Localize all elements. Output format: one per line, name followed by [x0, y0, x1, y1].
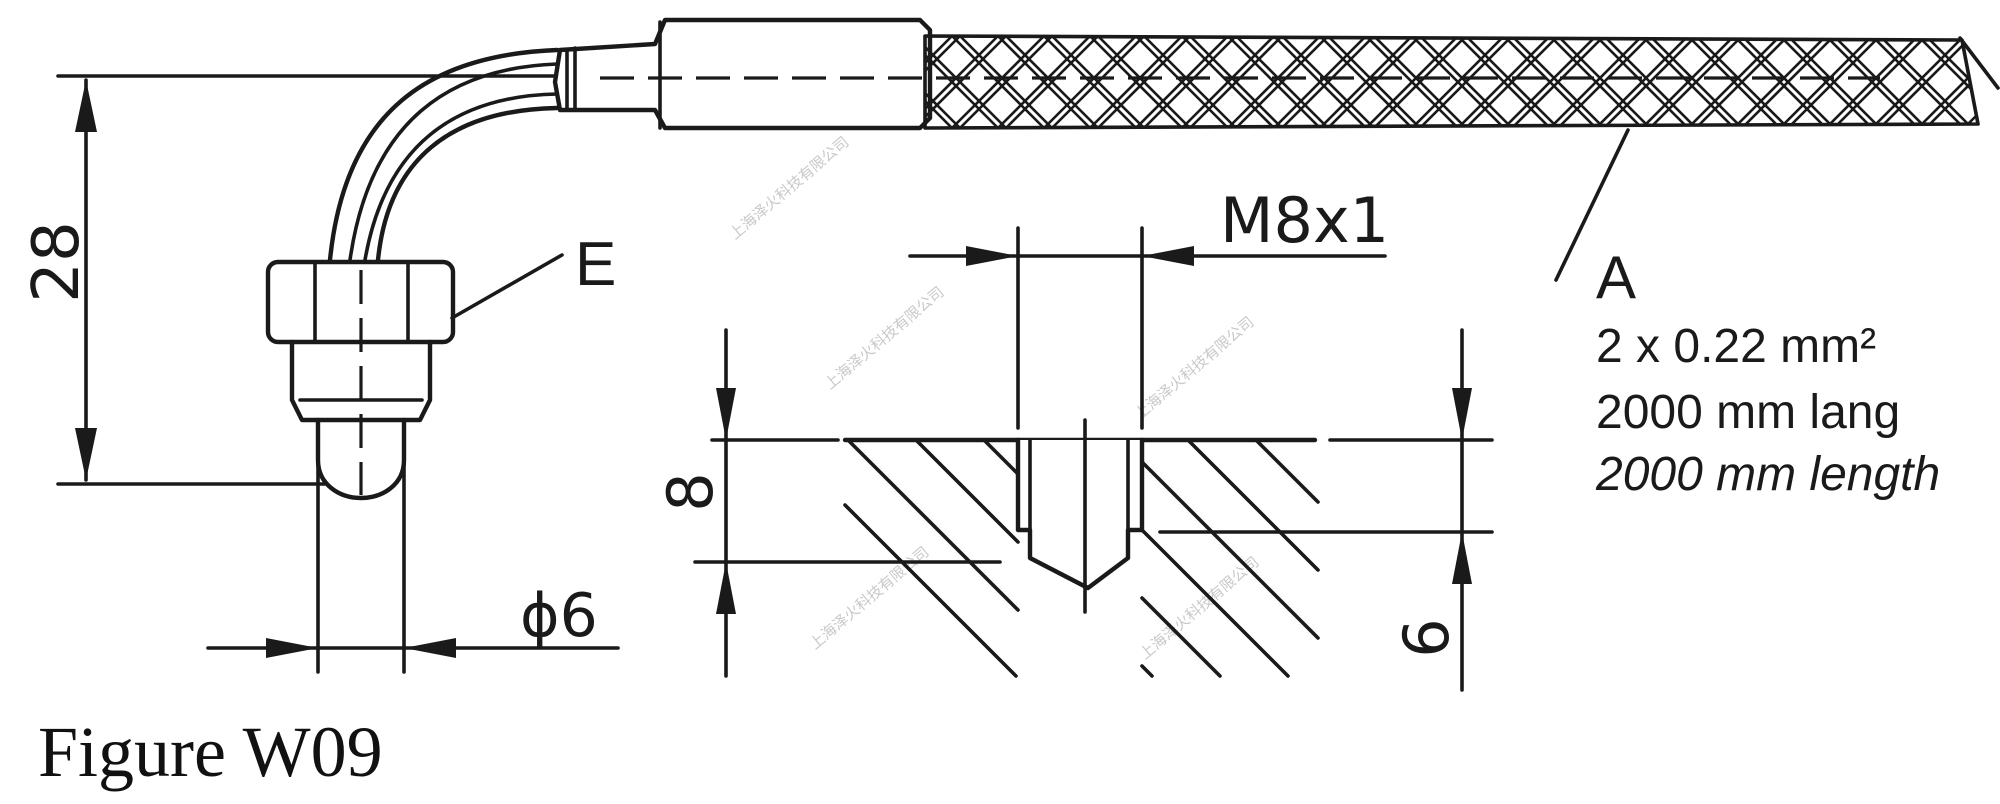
watermark-text: 上海泽火科技有限公司	[806, 543, 932, 653]
braid-strand	[925, 36, 962, 128]
watermarks: 上海泽火科技有限公司 上海泽火科技有限公司 上海泽火科技有限公司 上海泽火科技有…	[726, 133, 1262, 663]
braid-strand	[925, 36, 1000, 128]
braid-strand	[958, 36, 1054, 128]
hatch-line	[914, 438, 1020, 544]
dimension-thread: M8x1	[908, 184, 1389, 430]
braid-strand	[1280, 36, 1376, 128]
braid-strand	[1594, 36, 1690, 128]
hatch-line	[1140, 460, 1320, 640]
braid-strand	[996, 36, 1092, 128]
braid-strand	[1004, 36, 1100, 128]
braid-strand	[1648, 36, 1744, 128]
watermark-text: 上海泽火科技有限公司	[1136, 553, 1262, 663]
braid-strand	[1878, 36, 1974, 128]
hex-nut	[265, 259, 456, 501]
dimension-diameter-label: ϕ6	[520, 581, 598, 651]
braid-strand	[1602, 36, 1698, 128]
braid-strand	[1778, 36, 1874, 128]
dimension-height-label: 28	[20, 221, 94, 302]
braid-strand	[1870, 36, 1966, 128]
braid-strand	[1326, 36, 1422, 128]
braid-strand	[1050, 36, 1146, 128]
dimension-depth-upper-label: 8	[654, 472, 727, 511]
hatch-line	[1140, 596, 1222, 678]
braid-strand	[1088, 36, 1184, 128]
braid-strand	[1824, 36, 1920, 128]
spec-length-german: 2000 mm lang	[1596, 386, 1900, 439]
braid-strand	[1694, 36, 1790, 128]
section-hatching	[843, 438, 1320, 678]
braid-strand	[925, 36, 954, 128]
figure-caption: Figure W09	[38, 712, 383, 792]
braid-strand	[1640, 36, 1736, 128]
part-label-A: A	[1596, 244, 1636, 311]
hatch-line	[846, 438, 1020, 612]
spec-cross-section: 2 x 0.22 mm²	[1596, 320, 1876, 373]
hatch-line	[843, 503, 1018, 678]
braid-strand	[1042, 36, 1138, 128]
hatch-line	[1140, 664, 1154, 678]
watermark-text: 上海泽火科技有限公司	[821, 283, 947, 393]
dimension-height: 28	[20, 74, 557, 486]
braid-strand	[1226, 36, 1322, 128]
braid-strand	[1364, 36, 1460, 128]
braid-strand	[1142, 36, 1238, 128]
braid-strand	[1410, 36, 1506, 128]
label-E: E	[450, 230, 616, 320]
braid-strand	[1318, 36, 1414, 128]
braid-strand	[925, 36, 954, 128]
dimension-depth-lower-label: 6	[1390, 618, 1463, 657]
braid-strand	[1234, 36, 1330, 128]
spec-length-english: 2000 mm length	[1595, 448, 1940, 501]
bent-probe-tube	[327, 47, 560, 263]
braid-strand	[1556, 36, 1652, 128]
braid-strand	[1916, 36, 1978, 128]
watermark-text: 上海泽火科技有限公司	[726, 133, 852, 243]
braid-strand	[1418, 36, 1514, 128]
watermark-text: 上海泽火科技有限公司	[1131, 313, 1257, 423]
part-label-E: E	[575, 230, 616, 299]
dimension-thread-label: M8x1	[1220, 184, 1389, 257]
braid-strand	[1188, 36, 1284, 128]
hatch-line	[1254, 438, 1320, 504]
braid-strand	[925, 36, 962, 128]
hatch-line	[1186, 438, 1320, 572]
braid-strand	[1180, 36, 1276, 128]
hatch-line	[1140, 528, 1290, 678]
braid-strand	[1456, 36, 1552, 128]
hatch-line	[982, 438, 1020, 476]
braid-strand	[1096, 36, 1192, 128]
braid-strand	[1510, 36, 1606, 128]
braid-strand	[1686, 36, 1782, 128]
braided-cable	[923, 34, 2000, 130]
braid-pattern	[925, 36, 1978, 128]
dimension-depth-upper: 8	[654, 328, 1002, 678]
dimension-diameter: ϕ6	[206, 458, 620, 674]
braid-strand	[1464, 36, 1560, 128]
mounting-hole-section	[710, 418, 1494, 678]
braid-strand	[1502, 36, 1598, 128]
braid-strand	[1832, 36, 1928, 128]
label-A: A 2 x 0.22 mm² 2000 mm lang 2000 mm leng…	[1554, 128, 1940, 501]
braid-strand	[1732, 36, 1828, 128]
braid-strand	[1548, 36, 1644, 128]
braid-strand	[1740, 36, 1836, 128]
braid-strand	[1134, 36, 1230, 128]
braid-strand	[1272, 36, 1368, 128]
dimension-depth-lower: 6	[1158, 328, 1494, 692]
braid-strand	[950, 36, 1046, 128]
cable-sleeve	[552, 17, 1880, 131]
braid-strand	[1372, 36, 1468, 128]
braid-strand	[1786, 36, 1882, 128]
